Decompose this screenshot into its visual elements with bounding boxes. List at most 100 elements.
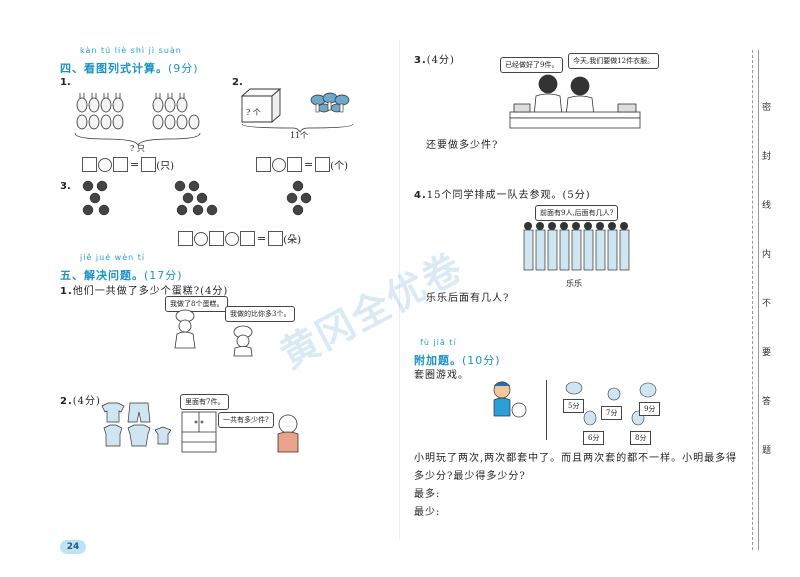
bonus-pinyin: fù jiā tí (420, 338, 457, 347)
bonus-most-label: 最多: (414, 489, 441, 500)
score-card-8: 8分 (630, 431, 652, 445)
flower-group-1 (82, 180, 110, 216)
binding-char: 密 (762, 103, 772, 113)
section5-score: (17分) (144, 269, 183, 282)
answer-box[interactable] (178, 231, 193, 246)
page-number-badge: 24 (60, 540, 86, 554)
prize-animals-illustration (565, 381, 657, 426)
bonus-score: (10分) (462, 354, 501, 367)
r-q4-caption: 乐乐 (566, 279, 582, 288)
score-card-9: 9分 (639, 402, 661, 416)
bonus-divider (546, 380, 547, 440)
answer-box[interactable] (315, 157, 331, 172)
s5-q2-bubble2: 一共有多少件? (218, 412, 274, 428)
r-q3-question: 还要做多少件? (426, 140, 499, 151)
prize-animal-icon (639, 382, 657, 398)
answer-box[interactable] (268, 231, 284, 246)
bonus-desc-line1: 小明玩了两次,两次都套中了。而且两次套的都不一样。小明最多得 (414, 453, 738, 464)
answer-box[interactable] (256, 157, 271, 172)
ring-icon (511, 402, 527, 418)
binding-char: 不 (762, 299, 772, 309)
bonus-least-label: 最少: (414, 507, 441, 518)
binding-char: 答 (762, 397, 772, 407)
prize-animal-icon (607, 387, 621, 401)
shorts-icon (127, 402, 151, 423)
binding-char: 封 (762, 152, 772, 162)
s5-q1-text: 1.他们一共做了多少个蛋糕?(4分) (60, 282, 228, 297)
s4-q2-equation: =(个) (256, 157, 348, 172)
bonus-desc-line2: 多少分?最少得多少分? (414, 471, 526, 482)
coat-icon (154, 426, 172, 445)
dress-icon (103, 424, 123, 447)
s5-q1-number: 1. (60, 286, 73, 297)
rabbits-illustration (74, 93, 201, 146)
rabbit-group-left (76, 93, 124, 130)
bonus-subtitle: 套圈游戏。 (414, 370, 469, 381)
shirt-icon (101, 402, 125, 423)
r-q3-number: 3. (414, 55, 427, 66)
section4-pinyin: kàn tú liè shì jì suàn (80, 46, 182, 55)
score-card-7: 7分 (601, 406, 623, 420)
s4-q1-number: 1. (60, 77, 71, 88)
binding-text: 密 封 线 内 不 要 答 题 (762, 100, 776, 456)
r-q3-score: (4分) (426, 55, 455, 66)
section4-title: 四、看图列式计算。 (60, 62, 168, 75)
s4-q2-brace-label: 11个 (290, 131, 309, 140)
r-q3-bubble2: 今天,我们要做12件衣服。 (568, 53, 660, 69)
s5-q2-number: 2. (60, 396, 73, 407)
section4-heading: 四、看图列式计算。(9分) (60, 57, 199, 76)
operator-circle[interactable] (272, 157, 286, 172)
s4-q2-unit: (个) (330, 161, 349, 172)
s4-q1-brace-label: ? 只 (130, 144, 145, 153)
page-divider (399, 40, 400, 540)
section5-title: 五、解决问题。 (60, 269, 144, 282)
binding-char: 内 (762, 250, 772, 260)
binding-char: 要 (762, 348, 772, 358)
answer-box[interactable] (287, 157, 302, 172)
tailors-illustration (509, 74, 641, 129)
answer-box[interactable] (82, 157, 97, 172)
bonus-title: 附加题。 (414, 354, 462, 367)
binding-char: 线 (762, 201, 772, 211)
operator-circle[interactable] (194, 231, 208, 246)
answer-box[interactable] (141, 157, 157, 172)
r-q3-header: 3.(4分) (414, 51, 455, 66)
s5-q1-bubble2: 我做的比你多3个。 (225, 306, 296, 322)
box-mushroom-illustration (240, 88, 354, 133)
s4-q3-equation: =(朵) (178, 231, 301, 246)
r-q4-number: 4. (414, 190, 427, 201)
answer-box[interactable] (209, 231, 224, 246)
section5-heading: 五、解决问题。(17分) (60, 264, 183, 283)
flower-group-3 (286, 180, 312, 216)
page-number: 24 (66, 542, 80, 552)
r-q4-header: 4.15个同学排成一队去参观。(5分) (414, 186, 591, 201)
binding-line-solid (758, 50, 759, 550)
boy-with-ring-illustration (493, 381, 527, 418)
r-q4-bubble: 前面有9人,后面有几人? (535, 205, 619, 221)
binding-line (752, 50, 753, 550)
s5-q2-bubble1: 里面有7件。 (180, 394, 230, 410)
binding-char: 题 (762, 446, 772, 456)
s5-q1-question: 他们一共做了多少个蛋糕?(4分) (72, 286, 229, 297)
chefs-illustration (174, 309, 253, 357)
s5-q2-score: (4分) (72, 396, 101, 407)
clothes-wardrobe-illustration (101, 402, 299, 453)
score-card-6: 6分 (583, 431, 605, 445)
r-q4-question: 乐乐后面有几人? (426, 293, 510, 304)
jacket-icon (127, 424, 151, 447)
s4-q2-box-label: ? 个 (246, 108, 261, 117)
bonus-heading: 附加题。(10分) (414, 349, 501, 368)
section4-score: (9分) (168, 62, 199, 75)
answer-box[interactable] (113, 157, 128, 172)
prize-animal-icon (565, 381, 583, 395)
s4-q1-unit: (只) (156, 161, 175, 172)
rabbit-group-right (152, 93, 200, 130)
answer-box[interactable] (240, 231, 255, 246)
operator-circle[interactable] (98, 157, 112, 172)
operator-circle[interactable] (225, 231, 239, 246)
flower-group-2 (174, 180, 218, 216)
s4-q1-equation: =(只) (82, 157, 174, 172)
r-q4-text: 15个同学排成一队去参观。(5分) (426, 190, 591, 201)
flowers-illustration (82, 180, 312, 216)
s4-q3-unit: (朵) (283, 235, 302, 246)
